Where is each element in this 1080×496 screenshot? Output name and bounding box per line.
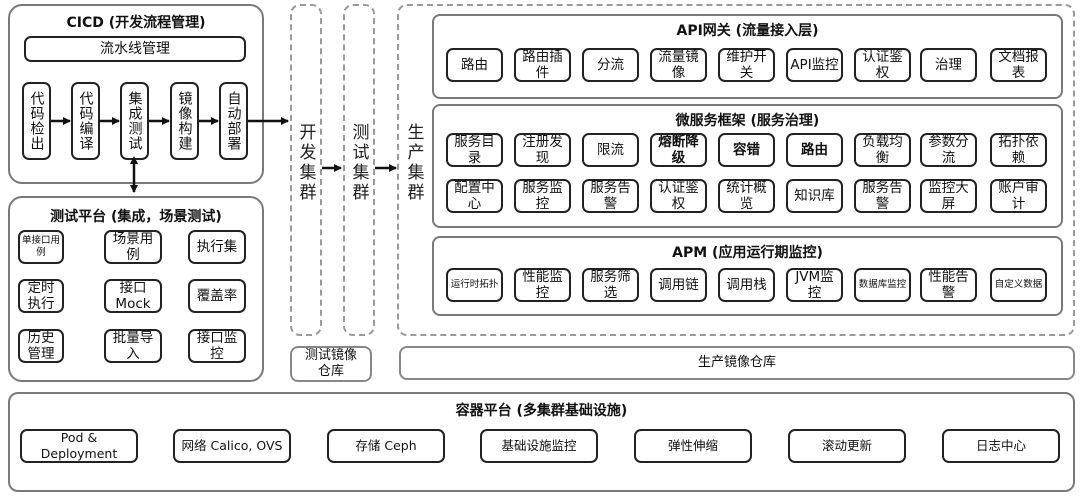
api-item-4: 流量镜像 xyxy=(650,48,707,82)
pipeline-management: 流水线管理 xyxy=(24,36,246,62)
container-item-autoscaling: 弹性伸缩 xyxy=(634,429,752,463)
ms-row1-item-3: 限流 xyxy=(582,133,639,167)
api-item-5: 维护开关 xyxy=(718,48,775,82)
apm-item-1: 运行时拓扑 xyxy=(446,268,503,302)
test-item-coverage: 覆盖率 xyxy=(188,279,246,313)
step-code-checkout: 代码检出 xyxy=(22,82,51,160)
dev-cluster xyxy=(290,4,322,336)
ms-row2-item-1: 配置中心 xyxy=(446,179,503,213)
api-item-9: 文档报表 xyxy=(990,48,1047,82)
prod-image-registry: 生产镜像仓库 xyxy=(399,346,1075,380)
cicd-title: CICD (开发流程管理) xyxy=(66,15,206,31)
container-platform-title: 容器平台 (多集群基础设施) xyxy=(455,403,628,419)
ms-row2-item-4: 认证鉴权 xyxy=(650,179,707,213)
apm-item-6: JVM监控 xyxy=(786,268,843,302)
container-item-log-center: 日志中心 xyxy=(942,429,1060,463)
apm-item-9: 自定义数据 xyxy=(990,268,1047,302)
api-item-6: API监控 xyxy=(786,48,843,82)
apm-item-7: 数据库监控 xyxy=(854,268,911,302)
microservice-title: 微服务框架 (服务治理) xyxy=(675,113,820,129)
ms-row1-item-6: 路由 xyxy=(786,133,843,167)
test-item-scenario-case: 场景用例 xyxy=(104,230,162,264)
test-item-history: 历史管理 xyxy=(18,329,64,363)
test-cluster xyxy=(343,4,375,336)
ms-row1-item-8: 参数分流 xyxy=(920,133,977,167)
apm-item-5: 调用栈 xyxy=(718,268,775,302)
api-item-3: 分流 xyxy=(582,48,639,82)
prod-cluster-label: 生产集群 xyxy=(403,123,424,203)
ms-row1-item-5: 容错 xyxy=(718,133,775,167)
ms-row2-item-6: 知识库 xyxy=(786,179,843,213)
api-item-7: 认证鉴权 xyxy=(854,48,911,82)
container-item-infra-monitor: 基础设施监控 xyxy=(480,429,598,463)
apm-item-8: 性能告警 xyxy=(920,268,977,302)
test-item-api-mock: 接口Mock xyxy=(104,279,162,313)
ms-row2-item-5: 统计概览 xyxy=(718,179,775,213)
apm-title: APM (应用运行期监控) xyxy=(672,245,823,261)
step-image-build: 镜像构建 xyxy=(170,82,199,160)
ms-row2-item-9: 账户审计 xyxy=(990,179,1047,213)
test-item-batch-import: 批量导入 xyxy=(104,329,162,363)
api-item-8: 治理 xyxy=(920,48,977,82)
apm-item-4: 调用链 xyxy=(650,268,707,302)
ms-row1-item-2: 注册发现 xyxy=(514,133,571,167)
step-auto-deploy: 自动部署 xyxy=(219,82,248,160)
ms-row1-item-4: 熔断降级 xyxy=(650,133,707,167)
test-item-single-api-case: 单接口用例 xyxy=(18,230,64,264)
ms-row2-item-8: 监控大屏 xyxy=(920,179,977,213)
container-item-storage: 存储 Ceph xyxy=(327,429,445,463)
test-image-registry: 测试镜像仓库 xyxy=(290,346,372,382)
ms-row2-item-7: 服务告警 xyxy=(854,179,911,213)
test-item-scheduled-run: 定时执行 xyxy=(18,279,64,313)
api-item-2: 路由插件 xyxy=(514,48,571,82)
test-cluster-label: 测试集群 xyxy=(348,123,369,203)
container-item-pod-deployment: Pod & Deployment xyxy=(20,429,138,463)
test-item-api-monitor: 接口监控 xyxy=(188,329,246,363)
test-platform-title: 测试平台 (集成，场景测试) xyxy=(50,209,222,225)
api-gateway-title: API网关 (流量接入层) xyxy=(676,23,819,39)
dev-cluster-label: 开发集群 xyxy=(295,123,316,203)
ms-row1-item-7: 负载均衡 xyxy=(854,133,911,167)
container-item-rolling-update: 滚动更新 xyxy=(788,429,906,463)
step-code-compile: 代码编译 xyxy=(71,82,100,160)
ms-row2-item-3: 服务告警 xyxy=(582,179,639,213)
test-item-execution-set: 执行集 xyxy=(188,230,246,264)
ms-row2-item-2: 服务监控 xyxy=(514,179,571,213)
ms-row1-item-9: 拓扑依赖 xyxy=(990,133,1047,167)
apm-item-3: 服务筛选 xyxy=(582,268,639,302)
ms-row1-item-1: 服务目录 xyxy=(446,133,503,167)
step-integration-test: 集成测试 xyxy=(120,82,149,160)
apm-item-2: 性能监控 xyxy=(514,268,571,302)
container-item-network: 网络 Calico, OVS xyxy=(173,429,291,463)
api-item-1: 路由 xyxy=(446,48,503,82)
